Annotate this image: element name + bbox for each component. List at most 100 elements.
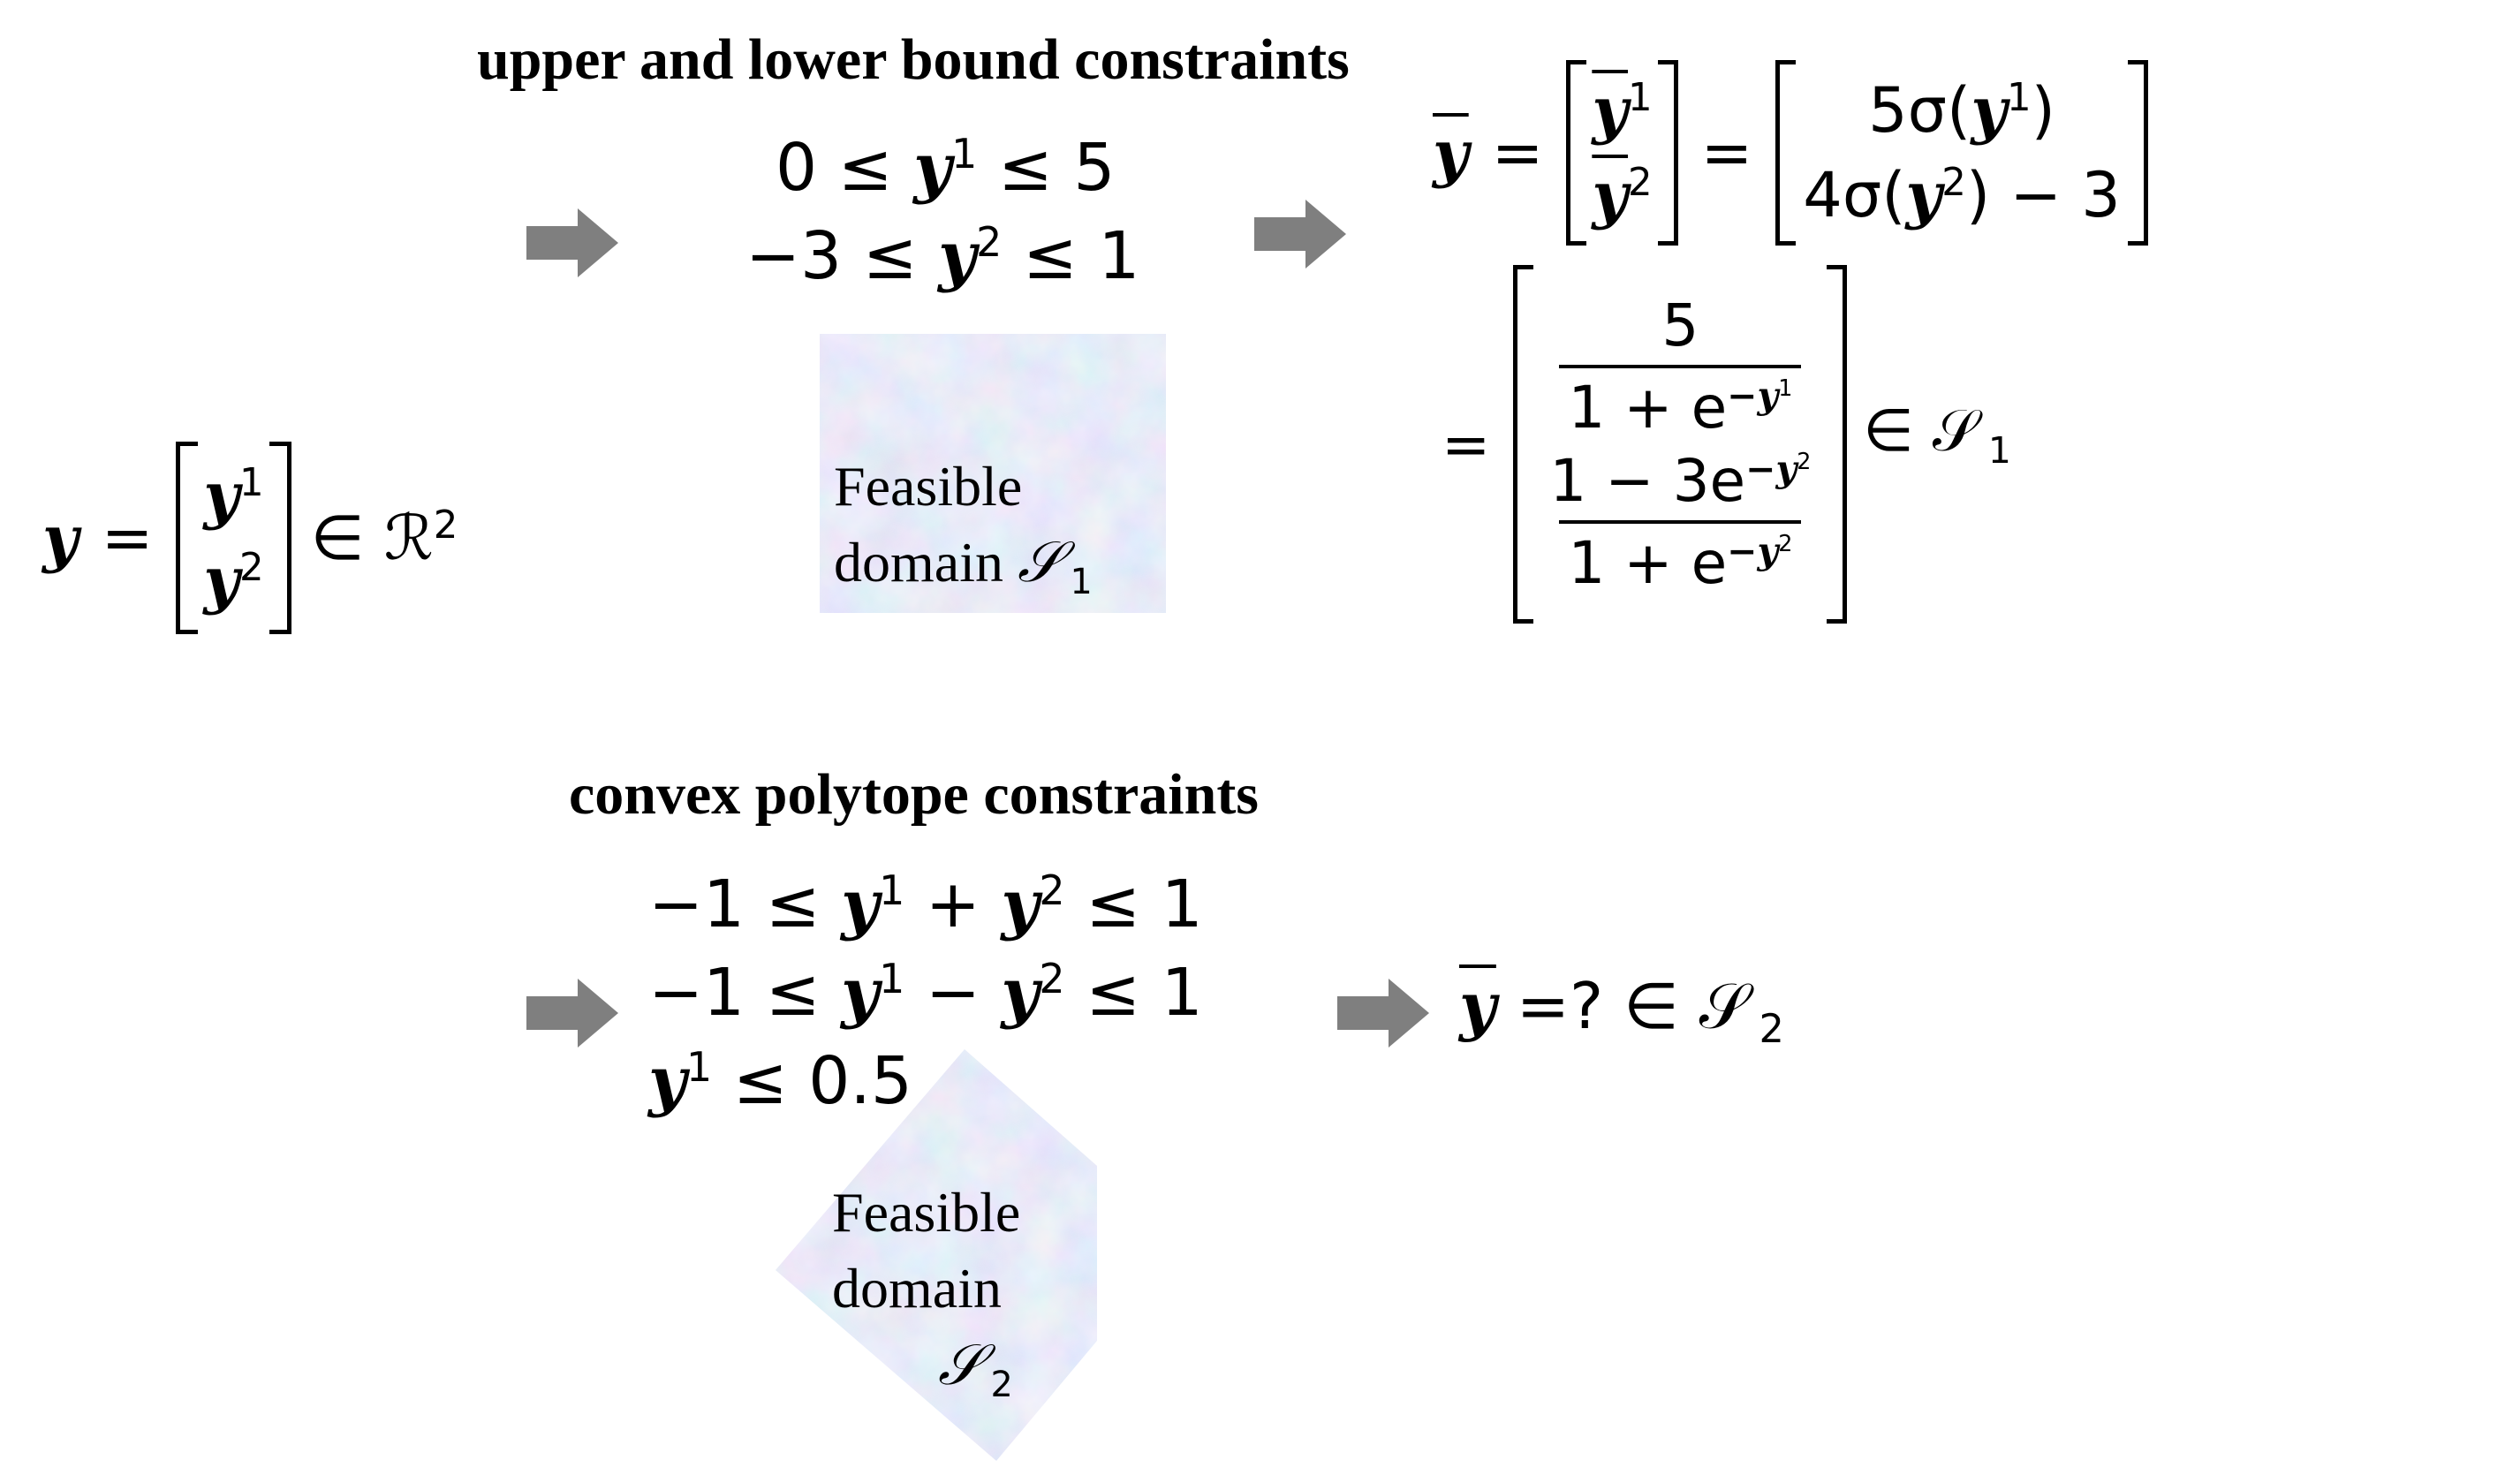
sigma-right-bracket [2127, 60, 2148, 246]
subscript: 2 [990, 1364, 1013, 1405]
text: −3 ≤ [745, 218, 939, 294]
text: + [904, 866, 1002, 942]
equals-sign: = [1491, 117, 1544, 189]
superscript: 1 [879, 954, 905, 1002]
subscript: 1 [1987, 428, 2011, 472]
polytope-constraint-2: −1 ≤ y1 − y2 ≤ 1 [648, 949, 1203, 1037]
equals-sign: = [1700, 117, 1753, 189]
superscript: 2 [1778, 529, 1793, 556]
arrow-right-icon [526, 979, 618, 1048]
ybar-entries: y1 y2 [1586, 68, 1657, 238]
arrow-right-icon [1254, 200, 1346, 269]
arrow-right-icon [526, 208, 618, 277]
label-line: domain [832, 1257, 1002, 1320]
exponent: −y [1727, 529, 1779, 572]
sigma-entry-2: 4σ(y2) − 3 [1803, 153, 2121, 238]
ybar-entry-1: y1 [1592, 68, 1652, 153]
polytope-heading: convex polytope constraints [569, 762, 1259, 827]
label-text: domain [834, 531, 1018, 594]
text: − [904, 955, 1002, 1031]
y-symbol: y [938, 218, 977, 294]
text: ≤ 5 [977, 130, 1116, 206]
superscript: 1 [1628, 76, 1653, 121]
fraction-2: 1 − 3e−y2 1 + e−y2 [1540, 447, 1820, 597]
text: ≤ 1 [1002, 218, 1140, 294]
input-vector-right-bracket [269, 442, 291, 634]
bound-constraints: 0 ≤ y1 ≤ 5 −3 ≤ y2 ≤ 1 [745, 124, 1139, 300]
ybar-right-bracket [1657, 60, 1678, 246]
ybar-symbol: y [1592, 158, 1629, 231]
domain-symbol: 𝒮 [1017, 530, 1062, 596]
superscript: 1 [239, 461, 264, 506]
text: −1 ≤ [648, 866, 842, 942]
equals-sign: = [101, 502, 154, 574]
label-line: Feasible [832, 1181, 1021, 1244]
ybar-symbol: y [1592, 73, 1629, 147]
input-vector: y = y1 y2 ∈ ℛ2 [42, 442, 458, 634]
y-symbol: y [1001, 955, 1040, 1031]
superscript: 2 [1797, 447, 1812, 474]
input-vector-symbol: y [42, 501, 79, 575]
text: ) − 3 [1965, 159, 2121, 231]
membership-text: ∈ ℛ [310, 502, 434, 574]
fraction-1: 5 1 + e−y1 [1559, 291, 1802, 442]
y-symbol: y [841, 866, 880, 942]
feasible-domain-s1-fill [820, 334, 1166, 613]
input-vector-entry-2: y2 [203, 538, 263, 623]
text: ≤ 1 [1064, 866, 1203, 942]
subscript: 2 [1759, 1005, 1784, 1052]
ybar-left-bracket [1566, 60, 1587, 246]
input-vector-entries: y1 y2 [198, 453, 269, 623]
sigma-entry-1: 5σ(y1) [1868, 68, 2055, 153]
y-symbol: y [203, 458, 240, 532]
superscript: 2 [976, 217, 1003, 266]
fraction-left-bracket [1513, 265, 1534, 624]
upper-lower-heading: upper and lower bound constraints [477, 27, 1350, 92]
result-text: =? ∈ 𝒮 [1495, 969, 1749, 1043]
text: −1 ≤ [648, 955, 842, 1031]
exponent: −y [1727, 374, 1779, 417]
ybar-symbol: y [1459, 968, 1496, 1043]
fraction-numerator: 5 [1661, 291, 1699, 359]
superscript: 1 [951, 129, 978, 178]
polytope-constraint-1: −1 ≤ y1 + y2 ≤ 1 [648, 860, 1203, 949]
text: 4σ( [1803, 159, 1906, 231]
polytope-constraint-3: y1 ≤ 0.5 [648, 1037, 912, 1125]
text: 1 − 3e [1549, 447, 1746, 515]
y-symbol: y [1905, 158, 1942, 231]
superscript: 2 [239, 546, 264, 591]
y-symbol: y [841, 955, 880, 1031]
y-symbol: y [913, 130, 952, 206]
text: 5σ( [1868, 74, 1971, 147]
y-symbol: y [1971, 73, 2008, 147]
membership-text: ∈ 𝒮 [1863, 396, 1978, 465]
superscript: 2 [1941, 161, 1966, 206]
sigma-left-bracket [1775, 60, 1797, 246]
superscript: 1 [686, 1042, 713, 1091]
text: ) [2031, 74, 2055, 147]
superscript: 2 [1039, 866, 1065, 914]
text: 1 + e [1568, 529, 1728, 597]
arrow-right-icon [1337, 979, 1429, 1048]
input-vector-left-bracket [176, 442, 199, 634]
fraction-numerator: 1 − 3e−y2 [1540, 447, 1820, 520]
superscript: 2 [1628, 161, 1653, 206]
domain-symbol: 𝒮 [938, 1332, 982, 1398]
exponent: −y [1745, 447, 1797, 490]
output-transform-row: y = y1 y2 = 5σ(y1) 4σ(y2) − 3 [1433, 60, 2148, 246]
bound-constraint-y2: −3 ≤ y2 ≤ 1 [745, 212, 1139, 300]
polytope-constraints: −1 ≤ y1 + y2 ≤ 1 −1 ≤ y1 − y2 ≤ 1 [648, 860, 1203, 1037]
fraction-right-bracket [1827, 265, 1848, 624]
text: ≤ 0.5 [712, 1043, 912, 1119]
subscript: 1 [1070, 562, 1093, 603]
feasible-domain-s2-fill [776, 1049, 1097, 1461]
